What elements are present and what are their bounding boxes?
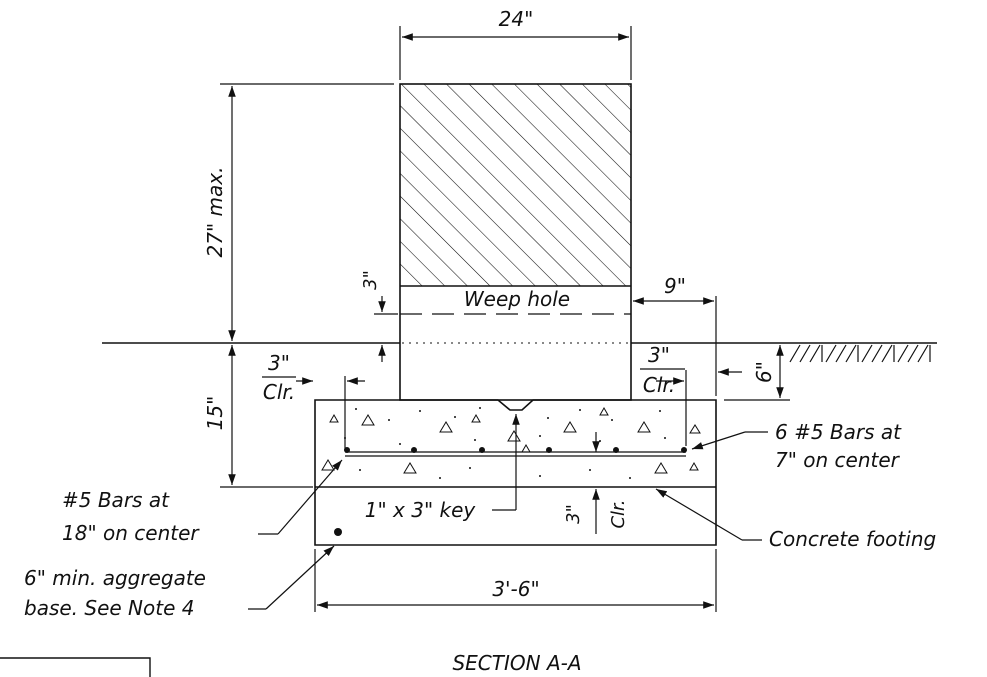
label-clr-right-text: Clr. — [643, 373, 675, 397]
callout-footing — [655, 488, 762, 541]
callout-key — [492, 414, 520, 511]
label-main-bars-1: 6 #5 Bars at — [775, 420, 902, 444]
label-weep-offset: 3" — [360, 270, 381, 290]
distribution-bars — [334, 447, 687, 536]
wall — [399, 83, 632, 401]
label-grade-depth: 6" — [752, 361, 776, 383]
concrete-stipple — [321, 406, 701, 474]
note-box-edge — [0, 657, 151, 677]
label-heel: 9" — [664, 274, 686, 298]
label-clr-bottom-text: Clr. — [608, 499, 629, 528]
concrete-dots — [344, 407, 666, 479]
dim-clr-right — [640, 368, 742, 446]
dim-wall-height — [220, 83, 394, 341]
dim-footing-depth — [220, 345, 313, 488]
dim-footing-width — [314, 549, 717, 612]
section-title: SECTION A-A — [452, 651, 581, 675]
label-wall-height: 27" max. — [203, 167, 227, 258]
label-clr-right-dim: 3" — [648, 343, 670, 367]
label-clr-left-text: Clr. — [263, 380, 295, 404]
label-footing-width: 3'-6" — [492, 577, 539, 601]
dim-clr-left — [262, 376, 365, 450]
label-wall-width: 24" — [499, 7, 534, 31]
callout-main-bars — [691, 431, 768, 450]
label-clr-bottom-dim: 3" — [563, 504, 584, 524]
dim-wall-width — [399, 26, 632, 80]
earth-hatch — [789, 344, 931, 363]
label-dist-bars-1: #5 Bars at — [62, 488, 170, 512]
label-footing-depth: 15" — [203, 396, 227, 431]
callout-dist-bars — [258, 459, 343, 535]
dim-heel — [633, 296, 717, 396]
dim-weep-offset — [374, 296, 398, 362]
callout-base — [248, 545, 335, 610]
label-main-bars-2: 7" on center — [775, 448, 901, 472]
dim-grade-depth — [724, 345, 790, 401]
label-clr-left-dim: 3" — [268, 351, 290, 375]
label-base-1: 6" min. aggregate — [24, 566, 206, 590]
label-footing: Concrete footing — [769, 527, 936, 551]
label-weep-hole: Weep hole — [464, 287, 570, 311]
label-dist-bars-2: 18" on center — [62, 521, 200, 545]
label-base-2: base. See Note 4 — [24, 596, 194, 620]
label-key: 1" x 3" key — [365, 498, 477, 522]
